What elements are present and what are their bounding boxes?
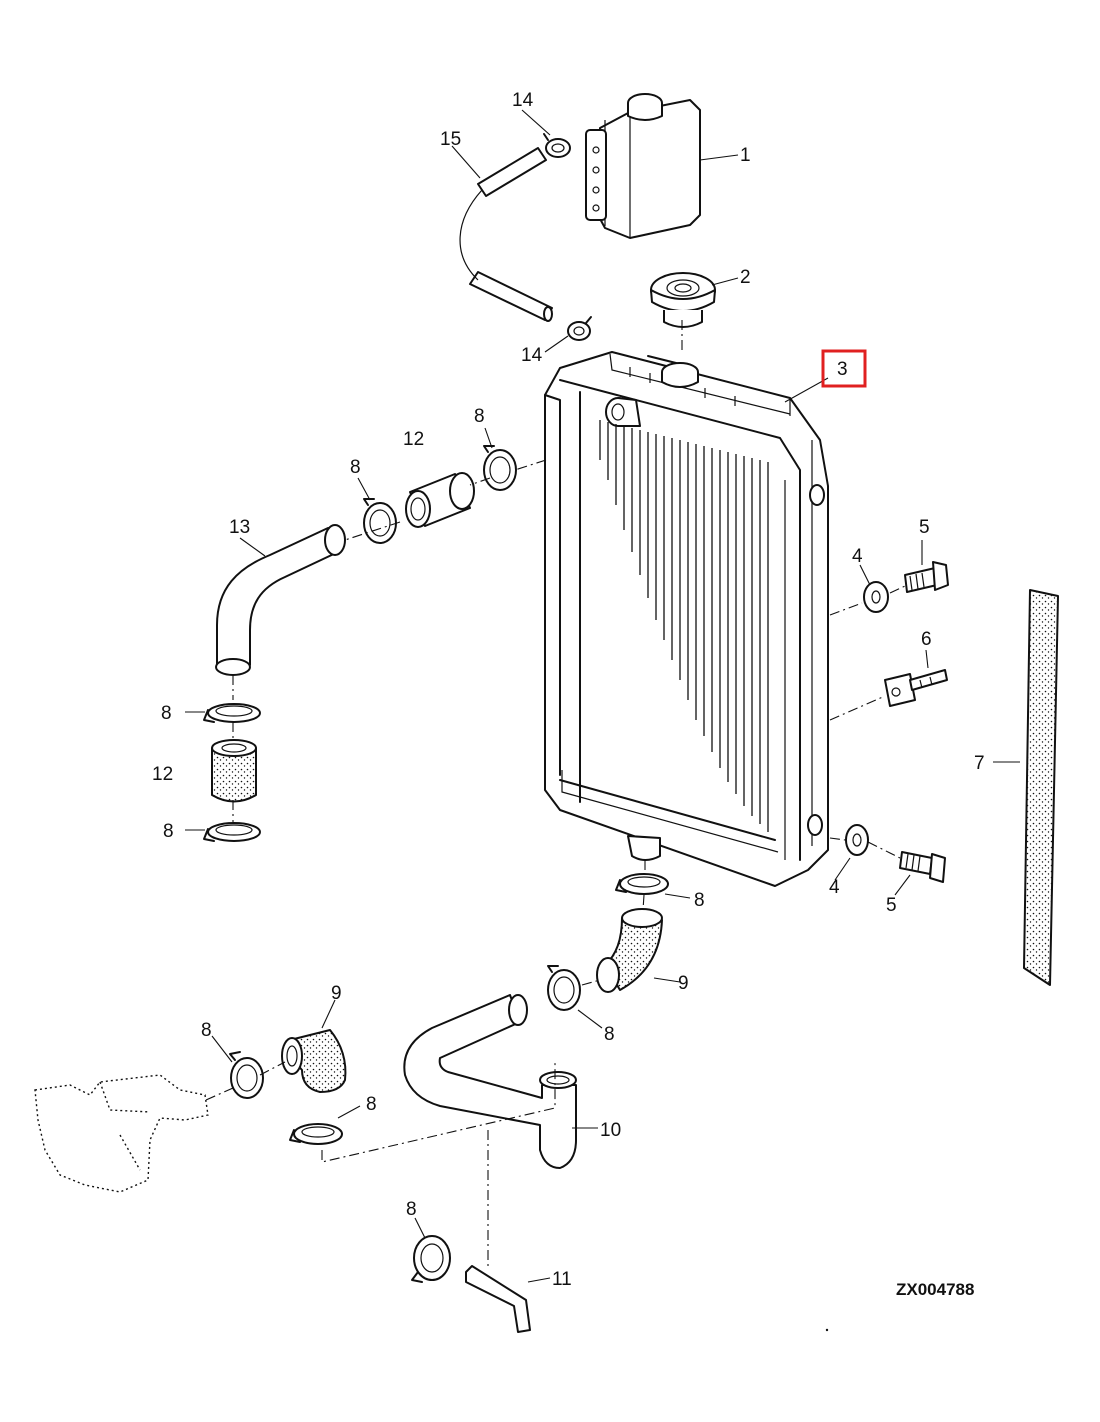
callout-8-engine-lower[interactable]: 8 [366,1094,377,1115]
callout-11[interactable]: 11 [552,1269,572,1290]
upper-pipe-part[interactable] [215,524,346,676]
hose-clamp-engine-lower-part[interactable] [289,1123,343,1145]
callout-8-engine[interactable]: 8 [201,1020,212,1041]
stray-dot [825,1328,829,1332]
callout-3[interactable]: 3 [837,359,848,380]
hose-clamp-left-upper-part[interactable] [203,703,261,723]
expansion-tank-part[interactable] [585,93,701,239]
assembly-lines [205,320,906,1270]
callout-13[interactable]: 13 [229,517,250,538]
hose-clamp-radiator-outlet-part[interactable] [615,873,669,895]
drawing-code: ZX004788 [896,1280,974,1299]
hose-clamp-lower-part[interactable] [567,316,592,341]
callout-8-radiator-outlet[interactable]: 8 [694,890,705,911]
callout-2[interactable]: 2 [740,267,751,288]
callout-5-upper[interactable]: 5 [919,517,930,538]
elbow-hose-9-upper-part[interactable] [596,908,663,993]
washer-upper-part[interactable] [863,581,889,613]
callout-7[interactable]: 7 [974,753,985,774]
callout-9-lower[interactable]: 9 [331,983,342,1004]
callout-4-upper[interactable]: 4 [852,546,863,567]
callout-8-mid[interactable]: 8 [604,1024,615,1045]
hose-clamp-top-right-part[interactable] [483,445,517,491]
hose-clamp-bottom-part[interactable] [411,1235,451,1283]
hose-clamp-upper-part[interactable] [543,133,571,158]
callout-5-lower[interactable]: 5 [886,895,897,916]
callout-1[interactable]: 1 [740,145,751,166]
bolt-lower-part[interactable] [899,851,946,883]
callout-9-upper[interactable]: 9 [678,973,689,994]
callout-12-upper[interactable]: 12 [403,429,424,450]
callout-4-lower[interactable]: 4 [829,877,840,898]
radiator-core-fins [599,420,769,832]
elbow-hose-9-lower-part[interactable] [281,1029,347,1093]
callout-6[interactable]: 6 [921,629,932,650]
hose-clamp-left-lower-part[interactable] [203,822,261,842]
callout-8-left-lower[interactable]: 8 [163,821,174,842]
engine-outline [34,1074,209,1193]
hose-12-upper-part[interactable] [405,472,475,528]
callout-labels: 1 2 3 4 4 5 5 6 7 8 8 8 8 8 8 8 8 8 9 9 … [152,90,985,1290]
callout-8-top-right[interactable]: 8 [474,406,485,427]
hose-clamp-top-left-part[interactable] [363,498,397,544]
callout-14-lower[interactable]: 14 [521,345,543,366]
radiator-part[interactable] [544,351,829,887]
bracket-part[interactable] [465,1265,531,1333]
callout-10[interactable]: 10 [600,1120,621,1141]
hose-clamp-engine-part[interactable] [229,1051,264,1099]
seal-strip-part[interactable] [1023,589,1059,986]
callout-3-highlight-box [821,349,867,388]
callout-8-top-left[interactable]: 8 [350,457,361,478]
mounting-stud-part[interactable] [884,669,948,707]
washer-lower-part[interactable] [845,824,869,856]
hose-clamp-mid-part[interactable] [547,965,581,1011]
callout-14-upper[interactable]: 14 [512,90,534,111]
bolt-upper-part[interactable] [904,561,949,593]
callout-12-lower[interactable]: 12 [152,764,173,785]
radiator-cap-part[interactable] [650,272,716,328]
hose-12-lower-part[interactable] [211,739,257,803]
leader-lines [185,109,1020,1283]
callout-8-bottom[interactable]: 8 [406,1199,417,1220]
overflow-hose-part[interactable] [459,147,553,322]
callout-15[interactable]: 15 [440,129,461,150]
lower-pipe-part[interactable] [403,994,577,1169]
callout-8-left-upper[interactable]: 8 [161,703,172,724]
